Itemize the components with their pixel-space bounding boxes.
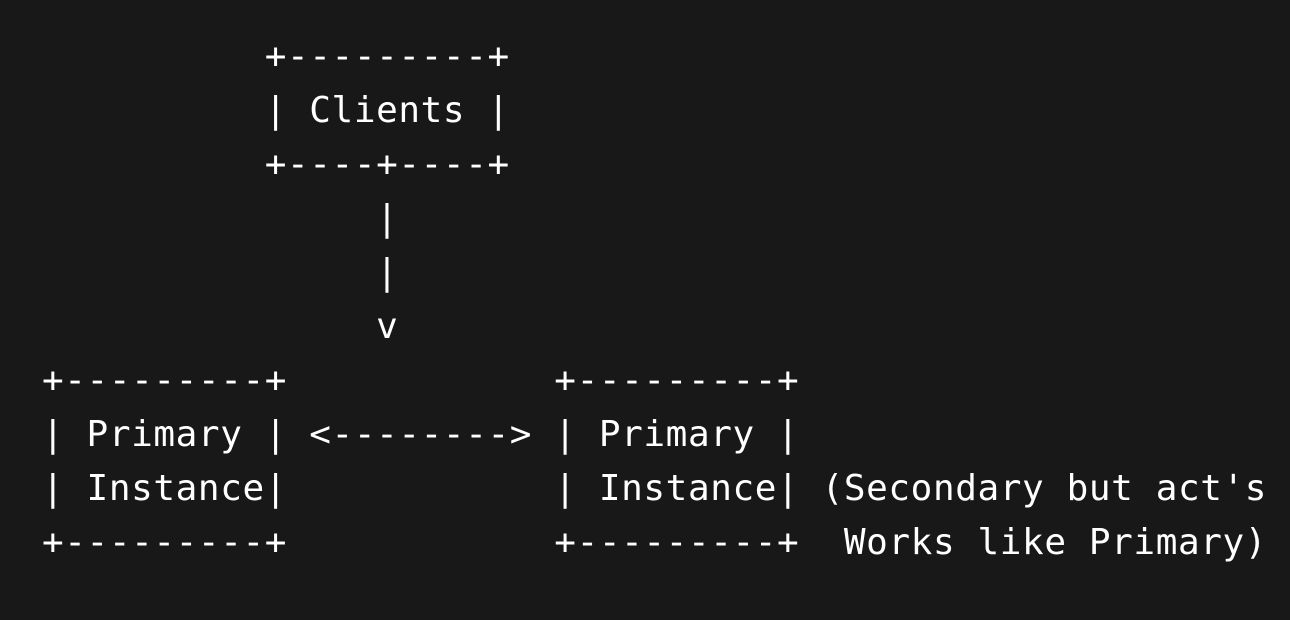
clients-box-label: | Clients | bbox=[42, 90, 510, 131]
down-arrow: v bbox=[42, 306, 399, 347]
instance-boxes-bottom-border: +---------+ +---------+ Works like Prima… bbox=[42, 522, 1268, 563]
instance-boxes-primary-labels: | Primary | <--------> | Primary | bbox=[42, 414, 800, 455]
connector-line: | bbox=[42, 252, 399, 293]
clients-box-bottom-border: +----+----+ bbox=[42, 144, 510, 185]
instance-boxes-instance-labels: | Instance| | Instance| (Secondary but a… bbox=[42, 468, 1290, 509]
instance-boxes-top-border: +---------+ +---------+ bbox=[42, 360, 800, 401]
clients-box-top-border: +---------+ bbox=[42, 36, 510, 77]
ascii-architecture-diagram: +---------+ | Clients | +----+----+ | | … bbox=[42, 30, 1290, 590]
connector-line: | bbox=[42, 198, 399, 239]
